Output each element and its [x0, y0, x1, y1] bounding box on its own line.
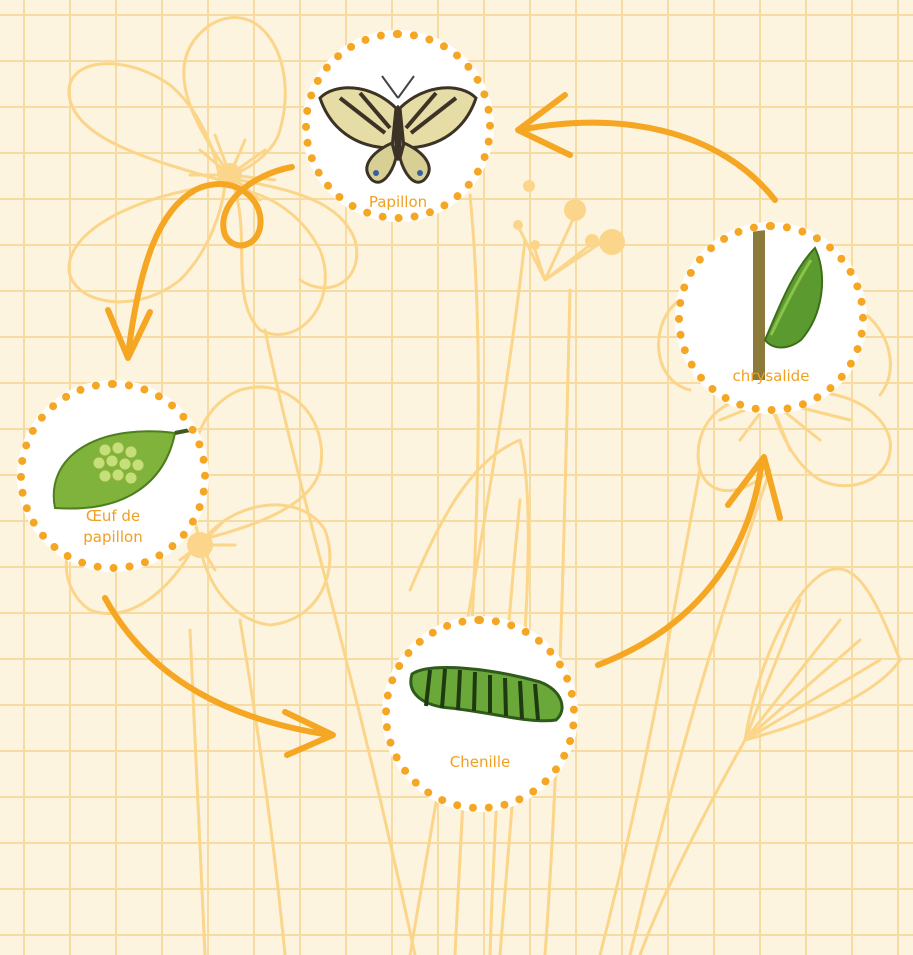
caterpillar-image: [390, 624, 570, 804]
flower-petal: [184, 17, 285, 175]
stage-label-oeuf: Œuf de papillon: [63, 506, 163, 548]
flower-petal: [190, 387, 321, 540]
leaf: [745, 569, 900, 740]
stage-oeuf: Œuf de papillon: [17, 380, 209, 572]
flower-petal: [69, 185, 225, 302]
stage-chrysalide: chrysalide: [675, 222, 867, 414]
stage-chenille: Chenille: [382, 616, 578, 812]
stage-label-papillon: Papillon: [310, 192, 486, 213]
stem: [240, 620, 285, 955]
arrow-papillon-to-oeuf: [128, 167, 292, 355]
stem: [545, 290, 570, 955]
stage-papillon: Papillon: [302, 30, 494, 222]
stage-label-chenille: Chenille: [390, 752, 570, 773]
stem: [600, 470, 700, 955]
stem: [190, 630, 205, 955]
arrow-chrysalide-to-papillon: [520, 123, 775, 200]
butterfly-image: [310, 38, 486, 214]
stage-label-chrysalide: chrysalide: [683, 366, 859, 387]
